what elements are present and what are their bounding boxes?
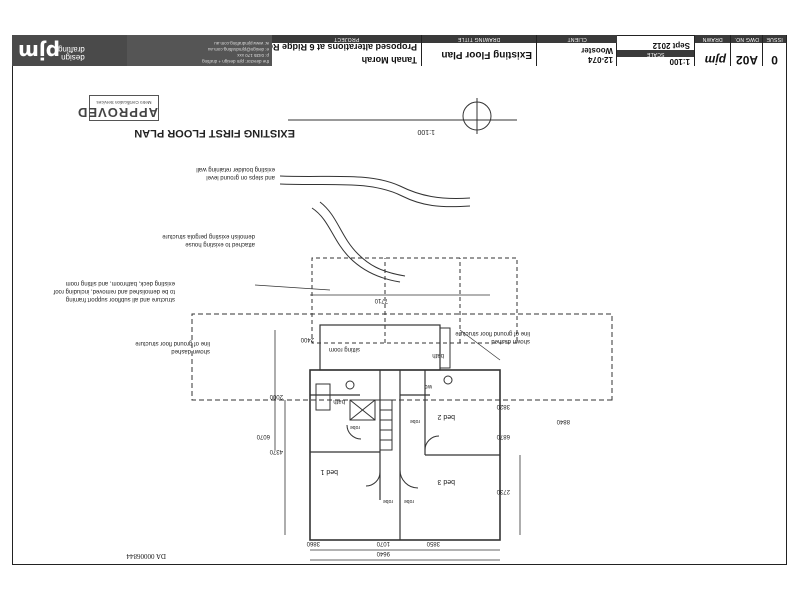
project-no-value: 12-074: [588, 55, 613, 64]
logo-line-drafting: drafting: [58, 45, 85, 54]
dim-6870: 6870: [496, 433, 510, 439]
contact-line-4: w: www.pjmdrafting.com.au: [214, 41, 269, 46]
drawn-value: pjm: [704, 53, 726, 66]
da-reference: DA 00006844: [126, 552, 166, 560]
note-deck-3: structure and all subfloor support frami…: [66, 296, 175, 302]
scale-label: SCALE: [617, 50, 694, 57]
client-value: Wooster: [581, 46, 613, 55]
room-bath: bath: [333, 398, 345, 404]
room-bed-2: bed 2: [437, 413, 455, 420]
pergola-dashed: [311, 257, 518, 344]
room-sitting: sitting room: [329, 346, 360, 352]
client-cell: 12-074 Wooster CLIENT: [537, 35, 617, 66]
issue-value: 0: [771, 53, 778, 66]
note-ground-left-2: shown dashed: [171, 348, 210, 354]
note-pergola: demolish existing pergola structure: [162, 233, 255, 239]
note-retaining: existing boulder retaining wall: [196, 166, 275, 172]
contact-line-2: p: 0435 170 xxx: [237, 53, 269, 58]
dim-9640: 9640: [376, 550, 390, 556]
dim-1070: 1070: [376, 540, 390, 546]
dim-4370: 4370: [269, 448, 283, 454]
contact-line-1: the director: pjm design + drafting: [202, 59, 269, 64]
scale-date-cell: 1:100 SCALE Sept 2012: [617, 35, 695, 66]
stamp-subtext: Metro Certification Services: [96, 100, 152, 105]
issue-cell: 0 ISSUE: [763, 35, 787, 66]
stair-flight: [379, 399, 393, 451]
project-label: PROJECT: [272, 35, 421, 43]
issue-label: ISSUE: [763, 35, 786, 43]
logo-line-design: design: [61, 53, 85, 62]
room-bed-1: bed 1: [320, 468, 338, 475]
scale-value: 1:100: [669, 57, 690, 66]
room-robe-1: robe: [410, 418, 420, 424]
client-name-value: Tanah Morah: [361, 55, 417, 65]
plan-heading: EXISTING FIRST FLOOR PLAN: [134, 127, 295, 139]
contact-line-3: e: design@pjmdrafting.com.au: [207, 47, 269, 52]
room-robe-2: robe: [350, 424, 360, 430]
note-ground-right: line of ground floor structure: [455, 330, 530, 336]
dim-8840: 8840: [556, 418, 570, 424]
void-cross: [349, 399, 376, 421]
dwg-no-label: DWG NO.: [731, 35, 762, 43]
retaining-step-line: [311, 207, 401, 283]
dim-2730: 2730: [496, 488, 510, 494]
plan-scale: 1:100: [417, 128, 435, 135]
company-logo: design drafting pjm: [12, 35, 127, 66]
dim-6070: 6070: [256, 433, 270, 439]
ground-floor-dashed: [191, 313, 613, 401]
note-deck-2: to be demolished and removed, including …: [53, 288, 175, 294]
note-retaining-2: and steps on ground level: [206, 174, 275, 180]
note-deck-1: existing deck, bathroom, and sitting roo…: [66, 280, 175, 286]
door-swing: [399, 469, 419, 489]
bathtub: [315, 383, 331, 411]
drawing-title-value: Existing Floor Plan: [441, 49, 532, 60]
dwg-no-value: A02: [735, 53, 758, 66]
room-robe-4: robe: [383, 498, 393, 504]
room-bath-upper: bath: [432, 352, 444, 358]
note-ground-left: line of ground floor structure: [135, 340, 210, 346]
project-cell: Tanah Morah Proposed alterations at 6 Ri…: [272, 35, 422, 66]
dim-3820: 3820: [496, 403, 510, 409]
note-pergola-2: attached to existing house: [185, 241, 255, 247]
dim-2400: 2400: [300, 336, 314, 342]
retaining-wall-line: [279, 175, 471, 199]
logo-brand: pjm: [18, 40, 61, 64]
basin: [345, 380, 355, 390]
room-robe-3: robe: [404, 498, 414, 504]
dwg-no-cell: A02 DWG NO.: [731, 35, 763, 66]
approved-stamp: APPROVED Metro Certification Services: [77, 95, 159, 121]
contact-details: the director: pjm design + drafting p: 0…: [127, 35, 272, 66]
note-ground-right-2: shown dashed: [491, 338, 530, 344]
drawing-title-cell: Existing Floor Plan DRAWING TITLE: [422, 35, 537, 66]
room-bed-3: bed 3: [437, 478, 455, 485]
dim-3850: 3850: [426, 540, 440, 546]
drawn-label: DRAWN: [695, 35, 730, 43]
client-label: CLIENT: [537, 35, 617, 43]
dim-2000: 2000: [269, 393, 283, 399]
title-block: 0 ISSUE A02 DWG NO. pjm DRAWN 1:100 SCAL…: [12, 35, 787, 66]
stamp-text: APPROVED: [77, 105, 158, 120]
dim-7710: 7710: [374, 297, 388, 303]
room-wc: wc: [425, 383, 433, 389]
wc-pan: [443, 375, 453, 385]
drawing-title-label: DRAWING TITLE: [422, 35, 536, 43]
issue-date-value: Sept 2012: [652, 41, 690, 50]
drawn-cell: pjm DRAWN: [695, 35, 731, 66]
dim-3860: 3860: [306, 540, 320, 546]
